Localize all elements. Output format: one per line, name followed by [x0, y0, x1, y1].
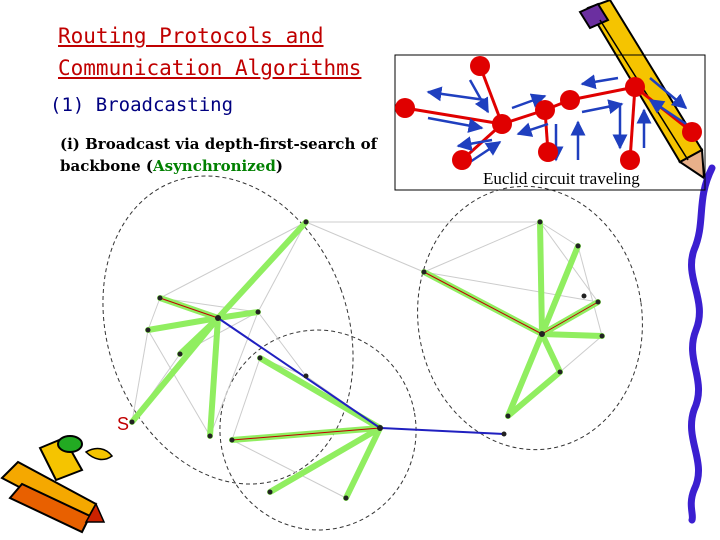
title-line-2: Communication Algorithms [58, 56, 362, 80]
description-line-1: (i) Broadcast via depth-first-search of [60, 135, 378, 153]
network-node [129, 419, 135, 425]
description-suffix: ) [275, 157, 283, 175]
inset-nodes [395, 56, 702, 170]
network-node [229, 437, 235, 443]
network-node [557, 369, 563, 375]
cluster-bottom [219, 329, 417, 531]
tree-edges [159, 271, 599, 441]
inset-frame [394, 54, 706, 191]
network-node [581, 293, 587, 299]
description-prefix: backbone ( [60, 157, 153, 175]
network-node [303, 373, 309, 379]
network-node [145, 327, 151, 333]
squiggle-line-icon [687, 164, 716, 524]
network-node [207, 433, 213, 439]
crayon-bundle-icon [0, 435, 114, 534]
inset-node [560, 90, 580, 110]
inset-node [452, 150, 472, 170]
cluster-boundaries [102, 175, 643, 531]
network-node [599, 333, 605, 339]
inset-node [395, 98, 415, 118]
network-node [177, 351, 183, 357]
inset-node [538, 142, 558, 162]
description-line-2: backbone (Asynchronized) [60, 155, 377, 177]
network-nodes [129, 219, 605, 501]
network-node [421, 269, 427, 275]
source-node-label: S [117, 414, 130, 434]
inset-node [470, 56, 490, 76]
inset-node [492, 114, 512, 134]
network-node [343, 495, 349, 501]
inset-node [620, 150, 640, 170]
network-node [257, 355, 263, 361]
inset-caption: Euclid circuit traveling [483, 169, 640, 188]
network-node [377, 425, 383, 431]
network-node [539, 331, 545, 337]
network-node [505, 413, 511, 419]
network-node [215, 315, 221, 321]
network-node [255, 309, 261, 315]
network-node [537, 219, 543, 225]
backbone-edges [129, 219, 605, 501]
network-node [303, 219, 309, 225]
network-node [157, 295, 163, 301]
description: (i) Broadcast via depth-first-search of … [60, 133, 377, 177]
network-node [595, 299, 601, 305]
network-node [267, 489, 273, 495]
title-line-1: Routing Protocols and [58, 24, 324, 48]
inset-node [535, 100, 555, 120]
slide-title: Routing Protocols and Communication Algo… [58, 20, 361, 84]
cluster-right [417, 185, 643, 451]
network-node [501, 431, 507, 437]
subtitle: (1) Broadcasting [50, 94, 234, 116]
cluster-left [102, 175, 354, 485]
inset-node [682, 122, 702, 142]
inset-node [625, 77, 645, 97]
asynchronized-highlight: Asynchronized [153, 157, 276, 175]
inter-cluster-links [217, 317, 505, 435]
inset-arrows [426, 74, 688, 164]
network-node [575, 243, 581, 249]
